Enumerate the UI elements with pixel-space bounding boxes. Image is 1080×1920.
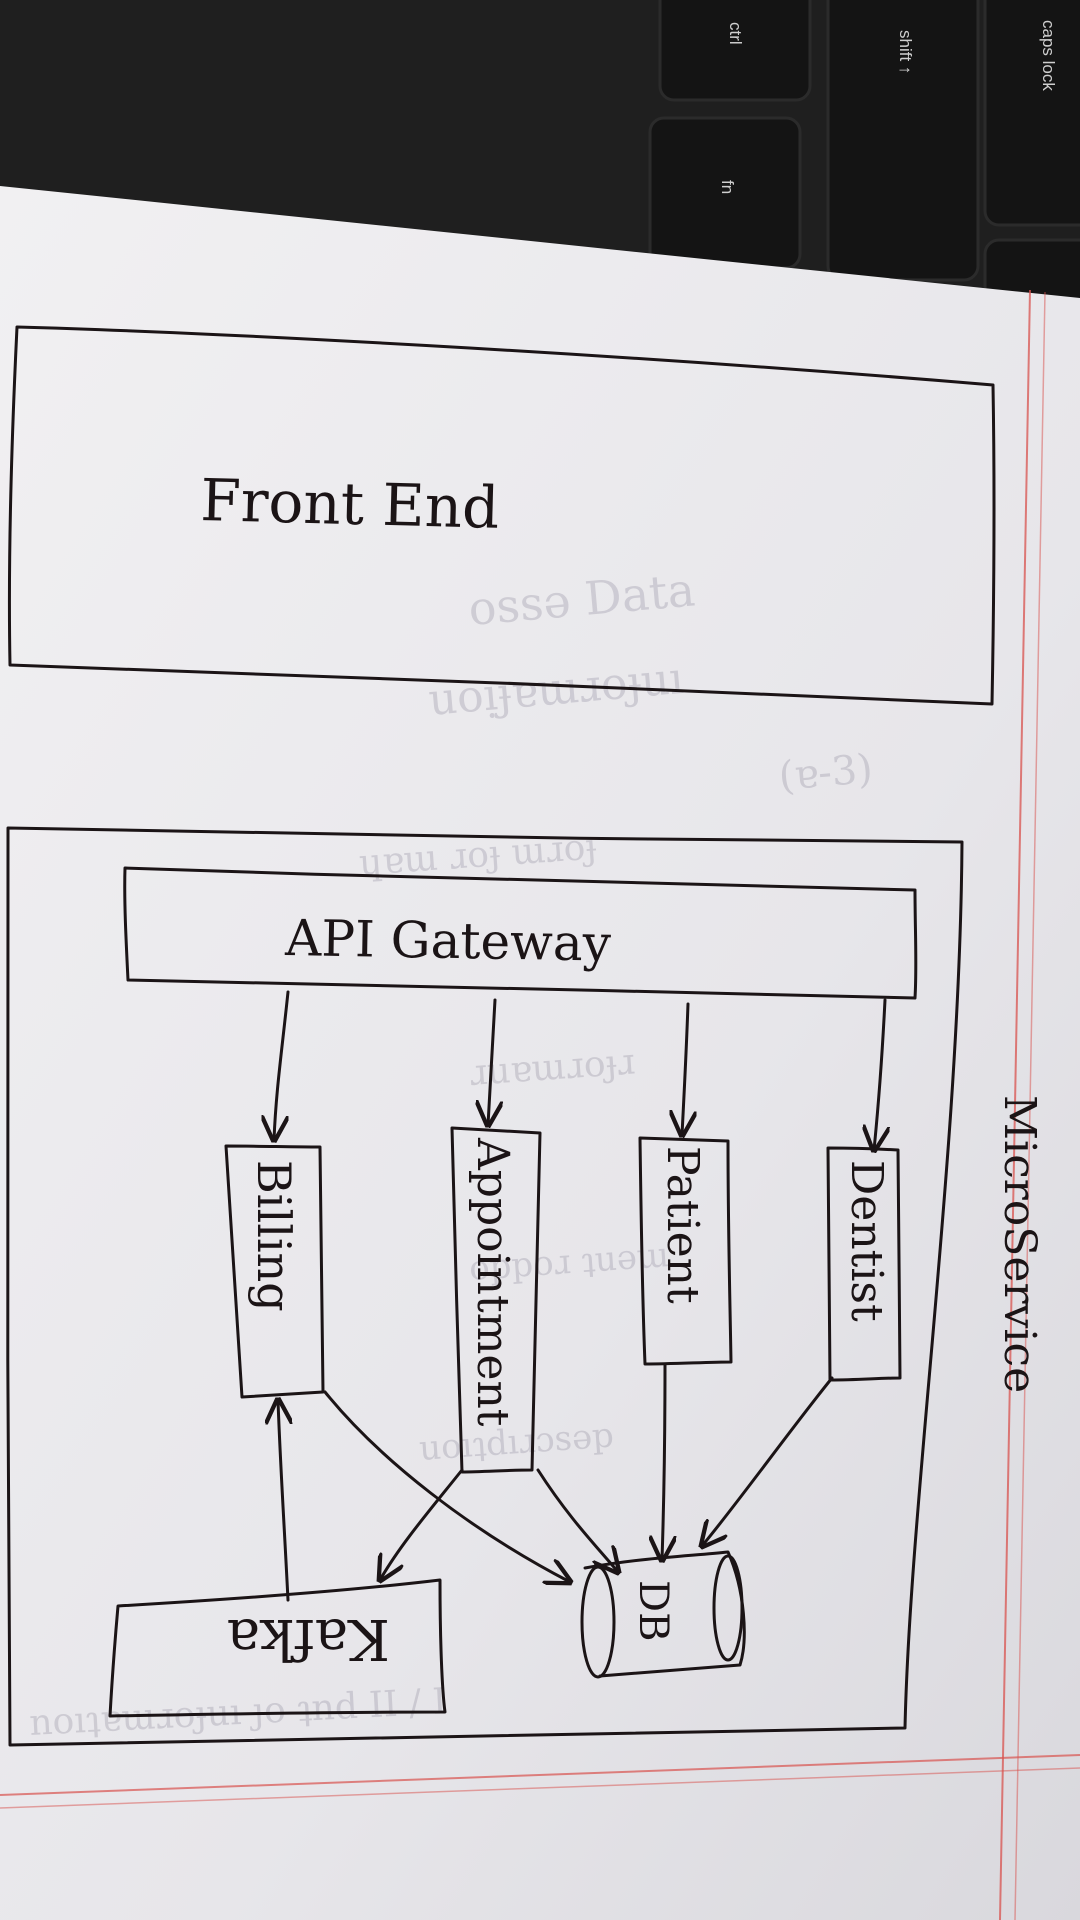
patient-label: Patient <box>657 1146 708 1304</box>
service-appointment: Appointment <box>450 1126 542 1474</box>
microservice-label: MicroService <box>994 1095 1045 1393</box>
frontend-box: Front End <box>7 325 996 706</box>
svg-text:(ɐ-3): (ɐ-3) <box>777 746 875 800</box>
key-label-shift: shift ↑ <box>896 30 915 74</box>
arrow-gateway-to-appointment <box>488 998 495 1125</box>
billing-label: Billing <box>247 1160 301 1312</box>
key-label-ctrl: ctrl <box>726 22 745 45</box>
dentist-label: Dentist <box>841 1160 892 1322</box>
key-caps-lock: caps lock <box>983 0 1080 227</box>
service-dentist: Dentist <box>826 1146 902 1382</box>
kafka-box: Kafka <box>108 1578 447 1718</box>
key-label-fn: fn <box>718 180 737 194</box>
service-patient: Patient <box>638 1136 733 1366</box>
kafka-label: Kafka <box>227 1606 390 1671</box>
frontend-label: Front End <box>200 466 500 542</box>
api-gateway-label: API Gateway <box>284 909 612 973</box>
arrow-gateway-to-dentist <box>874 998 885 1150</box>
arrow-gateway-to-patient <box>682 1002 688 1135</box>
key-fn: fn <box>648 116 802 270</box>
key-ctrl: ctrl <box>658 0 812 102</box>
service-billing: Billing <box>224 1144 325 1399</box>
key-label-caps-lock: caps lock <box>1039 20 1058 91</box>
arrow-appointment-to-kafka <box>380 1468 464 1580</box>
api-gateway-box: API Gateway <box>123 866 918 1000</box>
appointment-label: Appointment <box>467 1137 518 1427</box>
arrow-billing-to-db <box>323 1390 570 1582</box>
db-label: DB <box>630 1580 676 1641</box>
arrow-appointment-to-db <box>536 1468 618 1572</box>
microservice-container: MicroService <box>5 826 1045 1747</box>
paper-sheet <box>0 186 1080 1920</box>
margin-lines <box>0 289 1080 1920</box>
arrow-kafka-to-billing <box>278 1400 288 1602</box>
arrow-gateway-to-billing <box>274 990 290 1140</box>
arrow-dentist-to-db <box>702 1376 834 1546</box>
key-shift: shift ↑ <box>826 0 980 282</box>
data-flow-arrows <box>278 1362 834 1602</box>
arrow-patient-to-db <box>662 1362 665 1560</box>
gateway-arrows <box>274 990 885 1150</box>
